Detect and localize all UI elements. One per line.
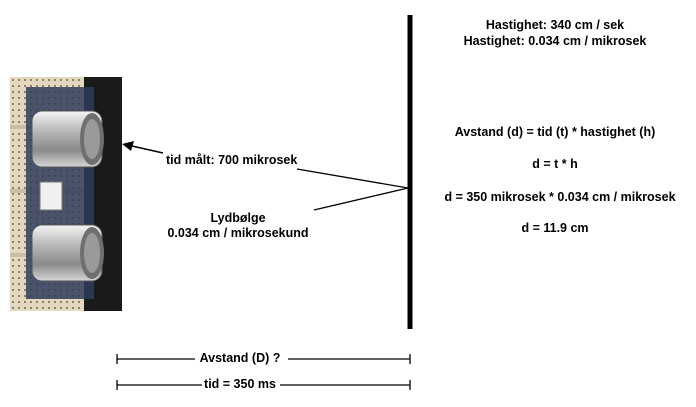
arrow-to-sensor: [122, 141, 164, 154]
distance-label: Avstand (D) ?: [199, 351, 281, 365]
time-measured-label: tid målt: 700 mikrosek: [166, 153, 298, 167]
formula-definition: Avstand (d) = tid (t) * hastighet (h): [454, 125, 656, 139]
soundwave-speed: 0.034 cm / mikrosekund: [167, 226, 309, 240]
ultrasonic-sensor-photo: [10, 77, 122, 311]
distance-dimension-line: [116, 354, 411, 364]
formula-symbolic: d = t * h: [532, 157, 578, 171]
time-label: tid = 350 ms: [204, 377, 276, 391]
sound-path-incoming: [296, 168, 409, 189]
time-dimension-line: [116, 380, 411, 390]
speed-micro-label: Hastighet: 0.034 cm / mikrosek: [463, 34, 647, 48]
formula-result: d = 11.9 cm: [521, 221, 589, 235]
formula-substituted: d = 350 mikrosek * 0.034 cm / mikrosek: [444, 190, 676, 204]
soundwave-title: Lydbølge: [210, 211, 266, 225]
sound-path-outgoing: [313, 187, 409, 211]
speed-sec-label: Hastighet: 340 cm / sek: [485, 18, 625, 32]
